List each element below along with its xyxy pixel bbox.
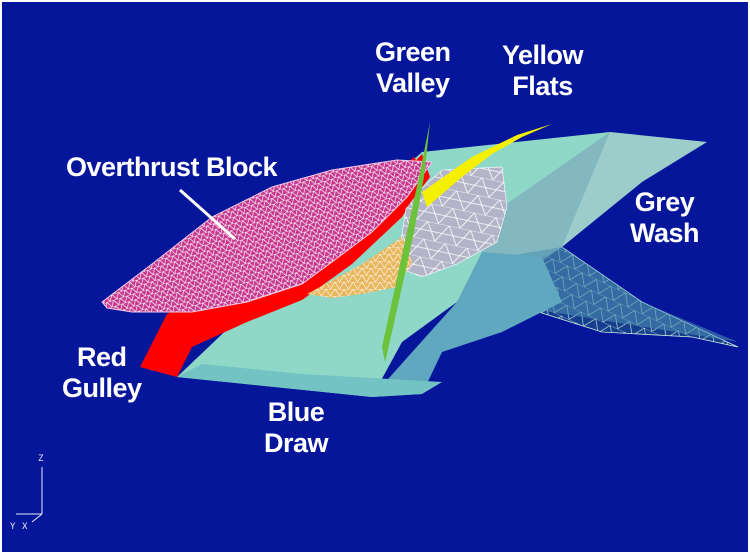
axis-y-letter: Y <box>10 522 16 532</box>
label-green-valley: Green Valley <box>375 37 451 99</box>
label-grey-wash-line-1: Grey <box>634 187 695 217</box>
label-grey-wash-line-2: Wash <box>630 218 700 248</box>
label-yellow-flats-line-2: Flats <box>512 71 573 101</box>
label-green-valley-line-1: Green <box>375 37 451 67</box>
label-yellow-flats: Yellow Flats <box>502 40 584 102</box>
label-yellow-flats-line-1: Yellow <box>502 40 584 70</box>
blue-draw-front-edge <box>177 364 442 397</box>
label-green-valley-line-2: Valley <box>375 68 450 98</box>
overthrust-leader-line <box>179 188 236 241</box>
label-blue-draw: Blue Draw <box>264 397 329 459</box>
yellow-flats-surface <box>422 124 552 207</box>
label-red-gulley-line-2: Gulley <box>62 373 142 403</box>
label-overthrust-block: Overthrust Block <box>66 152 278 183</box>
label-blue-draw-line-2: Draw <box>264 428 329 458</box>
tan-mesh-patch <box>307 237 412 298</box>
overthrust-block <box>101 159 433 313</box>
label-overthrust-block-text: Overthrust Block <box>66 152 278 182</box>
label-red-gulley-line-1: Red <box>77 342 127 372</box>
blue-draw-side <box>372 252 562 397</box>
y-axis-line <box>31 513 43 523</box>
axis-x-letter: X <box>22 522 28 532</box>
label-red-gulley: Red Gulley <box>62 342 142 404</box>
label-grey-wash: Grey Wash <box>630 187 700 249</box>
axis-triad <box>16 467 43 523</box>
green-valley-surface <box>382 122 430 362</box>
label-blue-draw-line-1: Blue <box>267 397 325 427</box>
axis-z-letter: Z <box>38 454 44 464</box>
